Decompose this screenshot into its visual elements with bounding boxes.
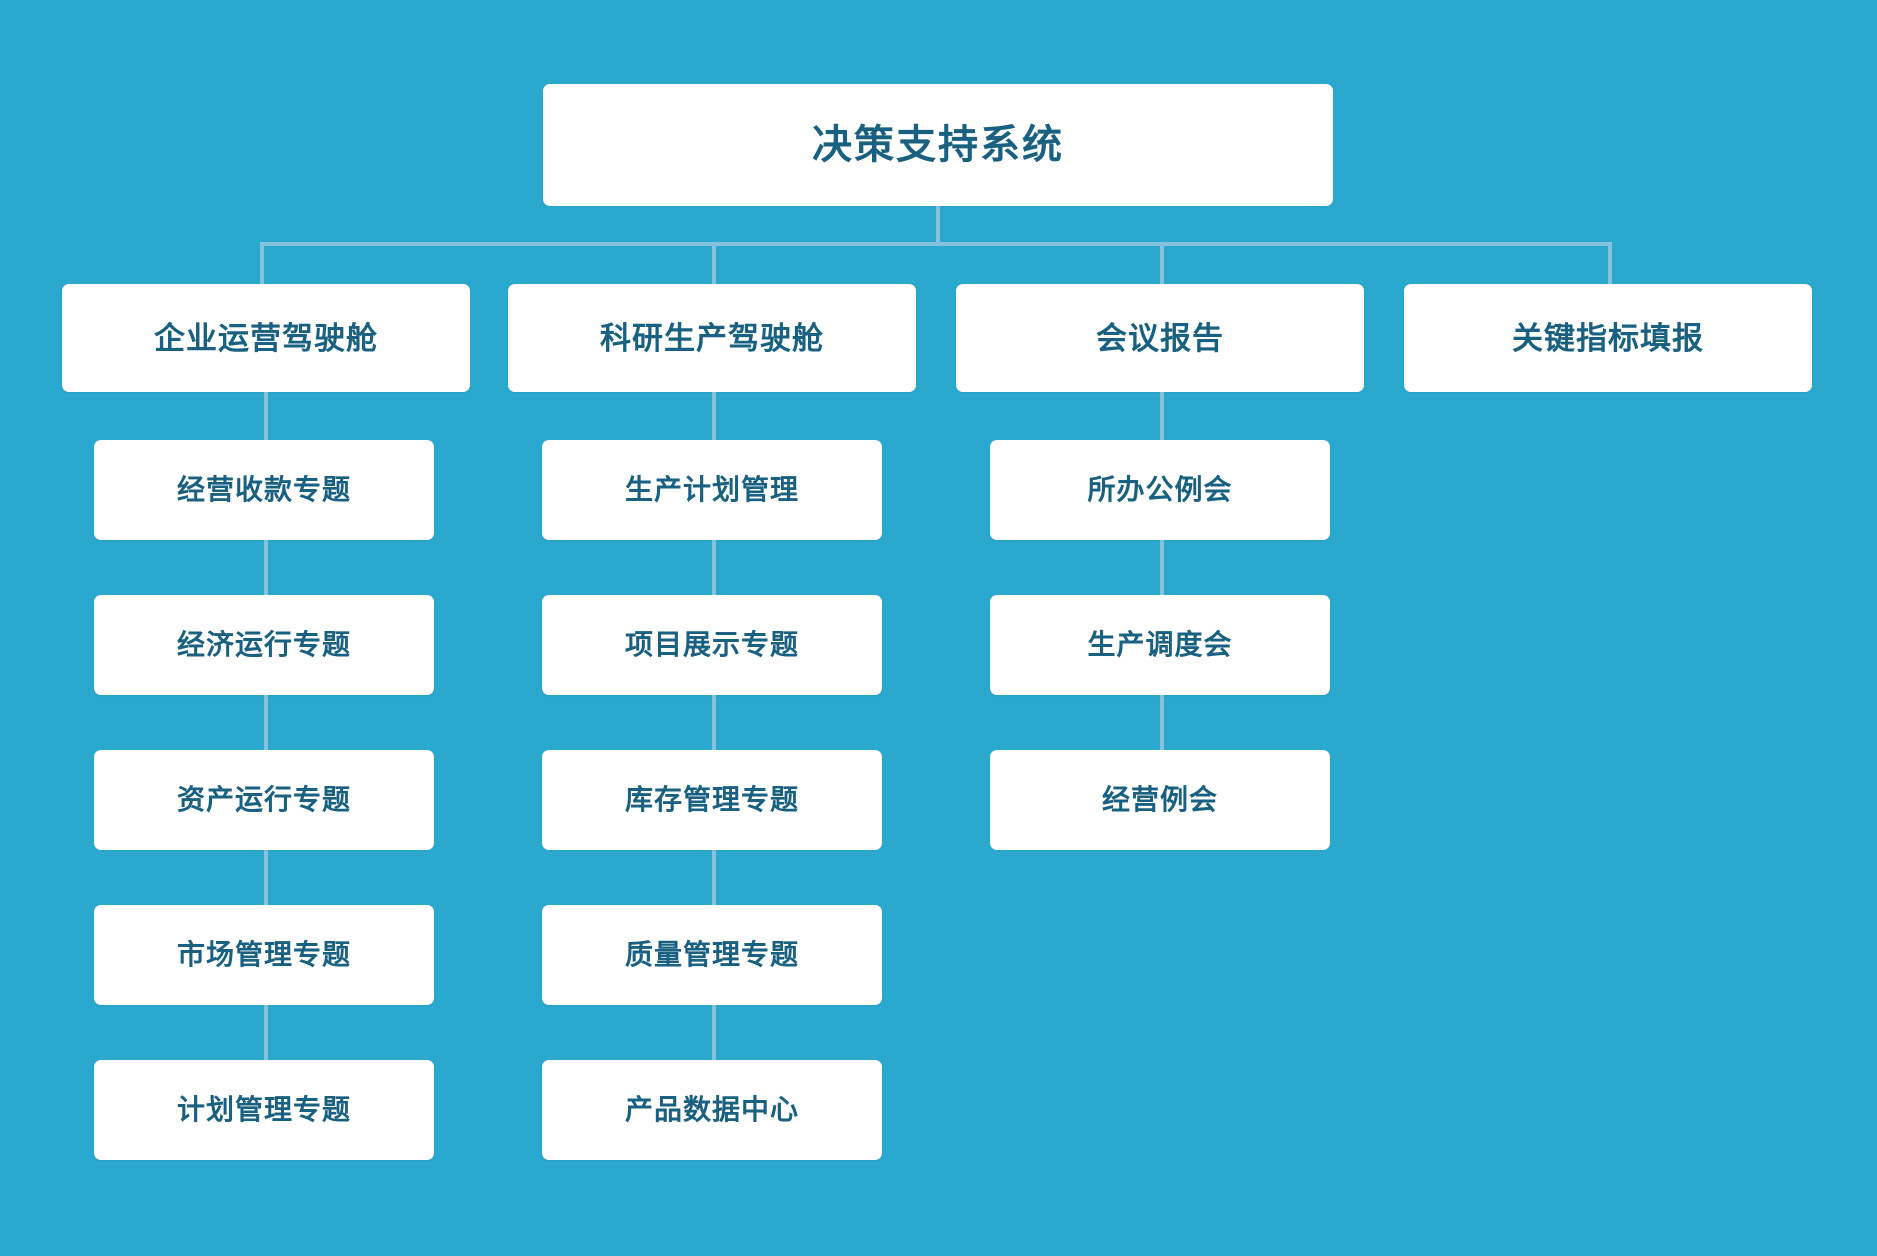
node-leaf-label: 库存管理专题: [624, 784, 799, 815]
node-leaf-label: 生产计划管理: [624, 474, 799, 505]
node-leaf-project-showcase[interactable]: 项目展示专题: [542, 595, 882, 695]
node-leaf-label: 计划管理专题: [176, 1094, 351, 1125]
node-leaf-plan-management[interactable]: 计划管理专题: [94, 1060, 434, 1160]
node-leaf-label: 经济运行专题: [176, 629, 351, 660]
node-leaf-label: 生产调度会: [1087, 629, 1233, 660]
node-branch-enterprise-operations-cockpit[interactable]: 企业运营驾驶舱: [62, 284, 470, 392]
node-leaf-asset-operation[interactable]: 资产运行专题: [94, 750, 434, 850]
node-branch-label: 科研生产驾驶舱: [600, 320, 824, 356]
node-leaf-label: 项目展示专题: [624, 629, 799, 660]
connector-drop-branch-3: [1160, 242, 1164, 284]
connector-spine-branch-2: [712, 392, 716, 1086]
node-branch-label: 企业运营驾驶舱: [154, 320, 378, 356]
node-branch-key-indicator-reporting[interactable]: 关键指标填报: [1404, 284, 1812, 392]
node-leaf-label: 市场管理专题: [176, 939, 351, 970]
node-leaf-office-routine-meeting[interactable]: 所办公例会: [990, 440, 1330, 540]
node-leaf-operating-receivables[interactable]: 经营收款专题: [94, 440, 434, 540]
connector-drop-branch-1: [260, 242, 264, 284]
connector-drop-branch-4: [1608, 242, 1612, 284]
connector-drop-branch-2: [712, 242, 716, 284]
node-branch-research-production-cockpit[interactable]: 科研生产驾驶舱: [508, 284, 916, 392]
node-branch-label: 会议报告: [1096, 320, 1224, 356]
node-leaf-label: 经营收款专题: [176, 474, 351, 505]
node-leaf-label: 产品数据中心: [624, 1094, 799, 1125]
node-leaf-inventory-management[interactable]: 库存管理专题: [542, 750, 882, 850]
node-branch-label: 关键指标填报: [1512, 320, 1704, 356]
node-leaf-label: 经营例会: [1101, 784, 1218, 815]
connector-spine-branch-1: [264, 392, 268, 1086]
connector-level2-bus: [260, 242, 1612, 246]
node-leaf-quality-management[interactable]: 质量管理专题: [542, 905, 882, 1005]
connector-spine-branch-3: [1160, 392, 1164, 776]
node-leaf-label: 资产运行专题: [176, 784, 351, 815]
node-leaf-business-routine-meeting[interactable]: 经营例会: [990, 750, 1330, 850]
node-root-label: 决策支持系统: [812, 123, 1064, 167]
node-leaf-label: 质量管理专题: [624, 939, 799, 970]
node-leaf-product-data-center[interactable]: 产品数据中心: [542, 1060, 882, 1160]
node-branch-meeting-report[interactable]: 会议报告: [956, 284, 1364, 392]
node-leaf-label: 所办公例会: [1087, 474, 1233, 505]
node-leaf-market-management[interactable]: 市场管理专题: [94, 905, 434, 1005]
connector-root-stem: [936, 206, 940, 242]
node-leaf-production-scheduling-meeting[interactable]: 生产调度会: [990, 595, 1330, 695]
node-leaf-economic-operation[interactable]: 经济运行专题: [94, 595, 434, 695]
node-root-decision-support-system[interactable]: 决策支持系统: [543, 84, 1333, 206]
node-leaf-production-plan-management[interactable]: 生产计划管理: [542, 440, 882, 540]
